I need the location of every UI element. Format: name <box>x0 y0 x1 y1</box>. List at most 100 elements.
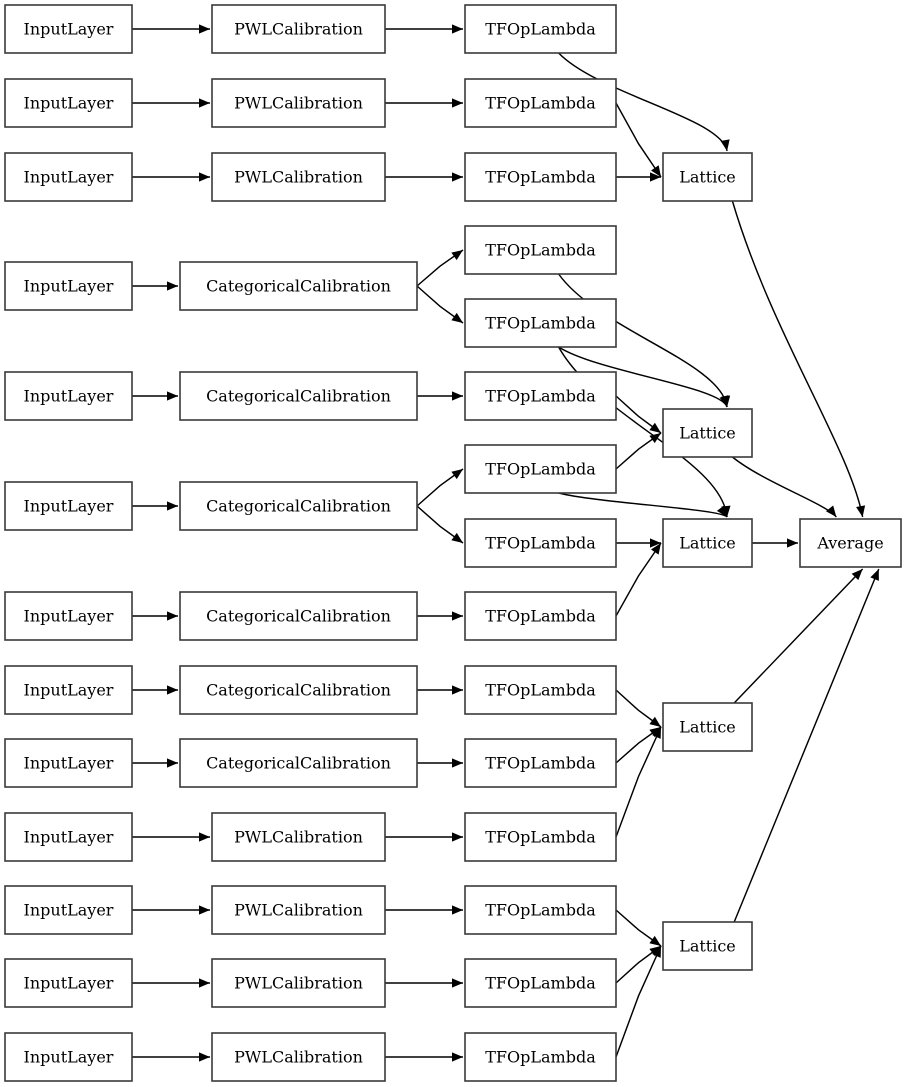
node-tfop-lambda-lam7[interactable]: TFOpLambda <box>464 444 617 494</box>
node-box[interactable] <box>4 812 133 862</box>
node-box[interactable] <box>4 665 133 715</box>
node-tfop-lambda-lam1[interactable]: TFOpLambda <box>464 4 617 54</box>
node-box[interactable] <box>662 152 753 202</box>
node-tfop-lambda-lam8[interactable]: TFOpLambda <box>464 518 617 568</box>
node-tfop-lambda-lam14[interactable]: TFOpLambda <box>464 958 617 1008</box>
node-pwlcalibration-cal11[interactable]: PWLCalibration <box>211 885 386 935</box>
node-average-avg[interactable]: Average <box>799 518 902 568</box>
node-input-layer-in6[interactable]: InputLayer <box>4 481 133 531</box>
node-box[interactable] <box>211 152 386 202</box>
node-box[interactable] <box>464 4 617 54</box>
node-categorical-calibration-cal7[interactable]: CategoricalCalibration <box>179 591 418 641</box>
node-box[interactable] <box>464 665 617 715</box>
node-input-layer-in10[interactable]: InputLayer <box>4 812 133 862</box>
node-lattice-lat4[interactable]: Lattice <box>662 702 753 752</box>
node-tfop-lambda-lam15[interactable]: TFOpLambda <box>464 1032 617 1082</box>
node-input-layer-in7[interactable]: InputLayer <box>4 591 133 641</box>
node-box[interactable] <box>211 4 386 54</box>
node-tfop-lambda-lam11[interactable]: TFOpLambda <box>464 738 617 788</box>
node-box[interactable] <box>464 444 617 494</box>
node-lattice-lat2[interactable]: Lattice <box>662 408 753 458</box>
node-input-layer-in4[interactable]: InputLayer <box>4 261 133 311</box>
node-box[interactable] <box>211 1032 386 1082</box>
node-box[interactable] <box>211 958 386 1008</box>
node-input-layer-in13[interactable]: InputLayer <box>4 1032 133 1082</box>
node-pwlcalibration-cal3[interactable]: PWLCalibration <box>211 152 386 202</box>
arrow-head-icon <box>167 758 178 768</box>
node-box[interactable] <box>464 738 617 788</box>
node-tfop-lambda-lam10[interactable]: TFOpLambda <box>464 665 617 715</box>
node-tfop-lambda-lam13[interactable]: TFOpLambda <box>464 885 617 935</box>
node-label: TFOpLambda <box>485 168 596 187</box>
node-pwlcalibration-cal12[interactable]: PWLCalibration <box>211 958 386 1008</box>
node-box[interactable] <box>464 812 617 862</box>
node-input-layer-in11[interactable]: InputLayer <box>4 885 133 935</box>
node-tfop-lambda-lam9[interactable]: TFOpLambda <box>464 591 617 641</box>
node-lattice-lat5[interactable]: Lattice <box>662 921 753 971</box>
node-input-layer-in9[interactable]: InputLayer <box>4 738 133 788</box>
node-box[interactable] <box>179 261 418 311</box>
node-pwlcalibration-cal13[interactable]: PWLCalibration <box>211 1032 386 1082</box>
node-box[interactable] <box>662 921 753 971</box>
node-box[interactable] <box>464 298 617 348</box>
node-input-layer-in8[interactable]: InputLayer <box>4 665 133 715</box>
node-box[interactable] <box>4 261 133 311</box>
node-box[interactable] <box>4 958 133 1008</box>
edge-line <box>733 568 880 923</box>
node-tfop-lambda-lam6[interactable]: TFOpLambda <box>464 371 617 421</box>
node-box[interactable] <box>4 591 133 641</box>
node-lattice-lat3[interactable]: Lattice <box>662 518 753 568</box>
node-box[interactable] <box>464 371 617 421</box>
node-input-layer-in2[interactable]: InputLayer <box>4 78 133 128</box>
node-input-layer-in12[interactable]: InputLayer <box>4 958 133 1008</box>
node-pwlcalibration-cal2[interactable]: PWLCalibration <box>211 78 386 128</box>
node-box[interactable] <box>179 481 418 531</box>
node-tfop-lambda-lam5[interactable]: TFOpLambda <box>464 298 617 348</box>
node-categorical-calibration-cal8[interactable]: CategoricalCalibration <box>179 665 418 715</box>
edge-lam8-to-lat3 <box>616 538 661 548</box>
node-input-layer-in5[interactable]: InputLayer <box>4 371 133 421</box>
node-box[interactable] <box>4 78 133 128</box>
node-box[interactable] <box>4 1032 133 1082</box>
node-tfop-lambda-lam2[interactable]: TFOpLambda <box>464 78 617 128</box>
node-categorical-calibration-cal9[interactable]: CategoricalCalibration <box>179 738 418 788</box>
node-box[interactable] <box>211 78 386 128</box>
node-box[interactable] <box>662 518 753 568</box>
node-box[interactable] <box>179 591 418 641</box>
node-box[interactable] <box>179 371 418 421</box>
node-tfop-lambda-lam4[interactable]: TFOpLambda <box>464 225 617 275</box>
node-input-layer-in3[interactable]: InputLayer <box>4 152 133 202</box>
node-box[interactable] <box>464 958 617 1008</box>
node-box[interactable] <box>4 738 133 788</box>
node-box[interactable] <box>4 152 133 202</box>
node-box[interactable] <box>464 225 617 275</box>
node-categorical-calibration-cal6[interactable]: CategoricalCalibration <box>179 481 418 531</box>
node-box[interactable] <box>179 738 418 788</box>
arrow-head-icon <box>652 727 661 739</box>
node-pwlcalibration-cal10[interactable]: PWLCalibration <box>211 812 386 862</box>
node-box[interactable] <box>464 518 617 568</box>
node-tfop-lambda-lam12[interactable]: TFOpLambda <box>464 812 617 862</box>
node-pwlcalibration-cal1[interactable]: PWLCalibration <box>211 4 386 54</box>
node-box[interactable] <box>464 1032 617 1082</box>
node-box[interactable] <box>211 885 386 935</box>
node-box[interactable] <box>799 518 902 568</box>
node-box[interactable] <box>464 591 617 641</box>
node-box[interactable] <box>179 665 418 715</box>
node-box[interactable] <box>464 152 617 202</box>
node-box[interactable] <box>4 4 133 54</box>
node-tfop-lambda-lam3[interactable]: TFOpLambda <box>464 152 617 202</box>
node-categorical-calibration-cal4[interactable]: CategoricalCalibration <box>179 261 418 311</box>
node-box[interactable] <box>662 408 753 458</box>
node-box[interactable] <box>4 885 133 935</box>
node-box[interactable] <box>211 812 386 862</box>
node-box[interactable] <box>464 885 617 935</box>
node-box[interactable] <box>4 481 133 531</box>
node-categorical-calibration-cal5[interactable]: CategoricalCalibration <box>179 371 418 421</box>
node-box[interactable] <box>4 371 133 421</box>
node-input-layer-in1[interactable]: InputLayer <box>4 4 133 54</box>
node-lattice-lat1[interactable]: Lattice <box>662 152 753 202</box>
node-box[interactable] <box>464 78 617 128</box>
node-box[interactable] <box>662 702 753 752</box>
